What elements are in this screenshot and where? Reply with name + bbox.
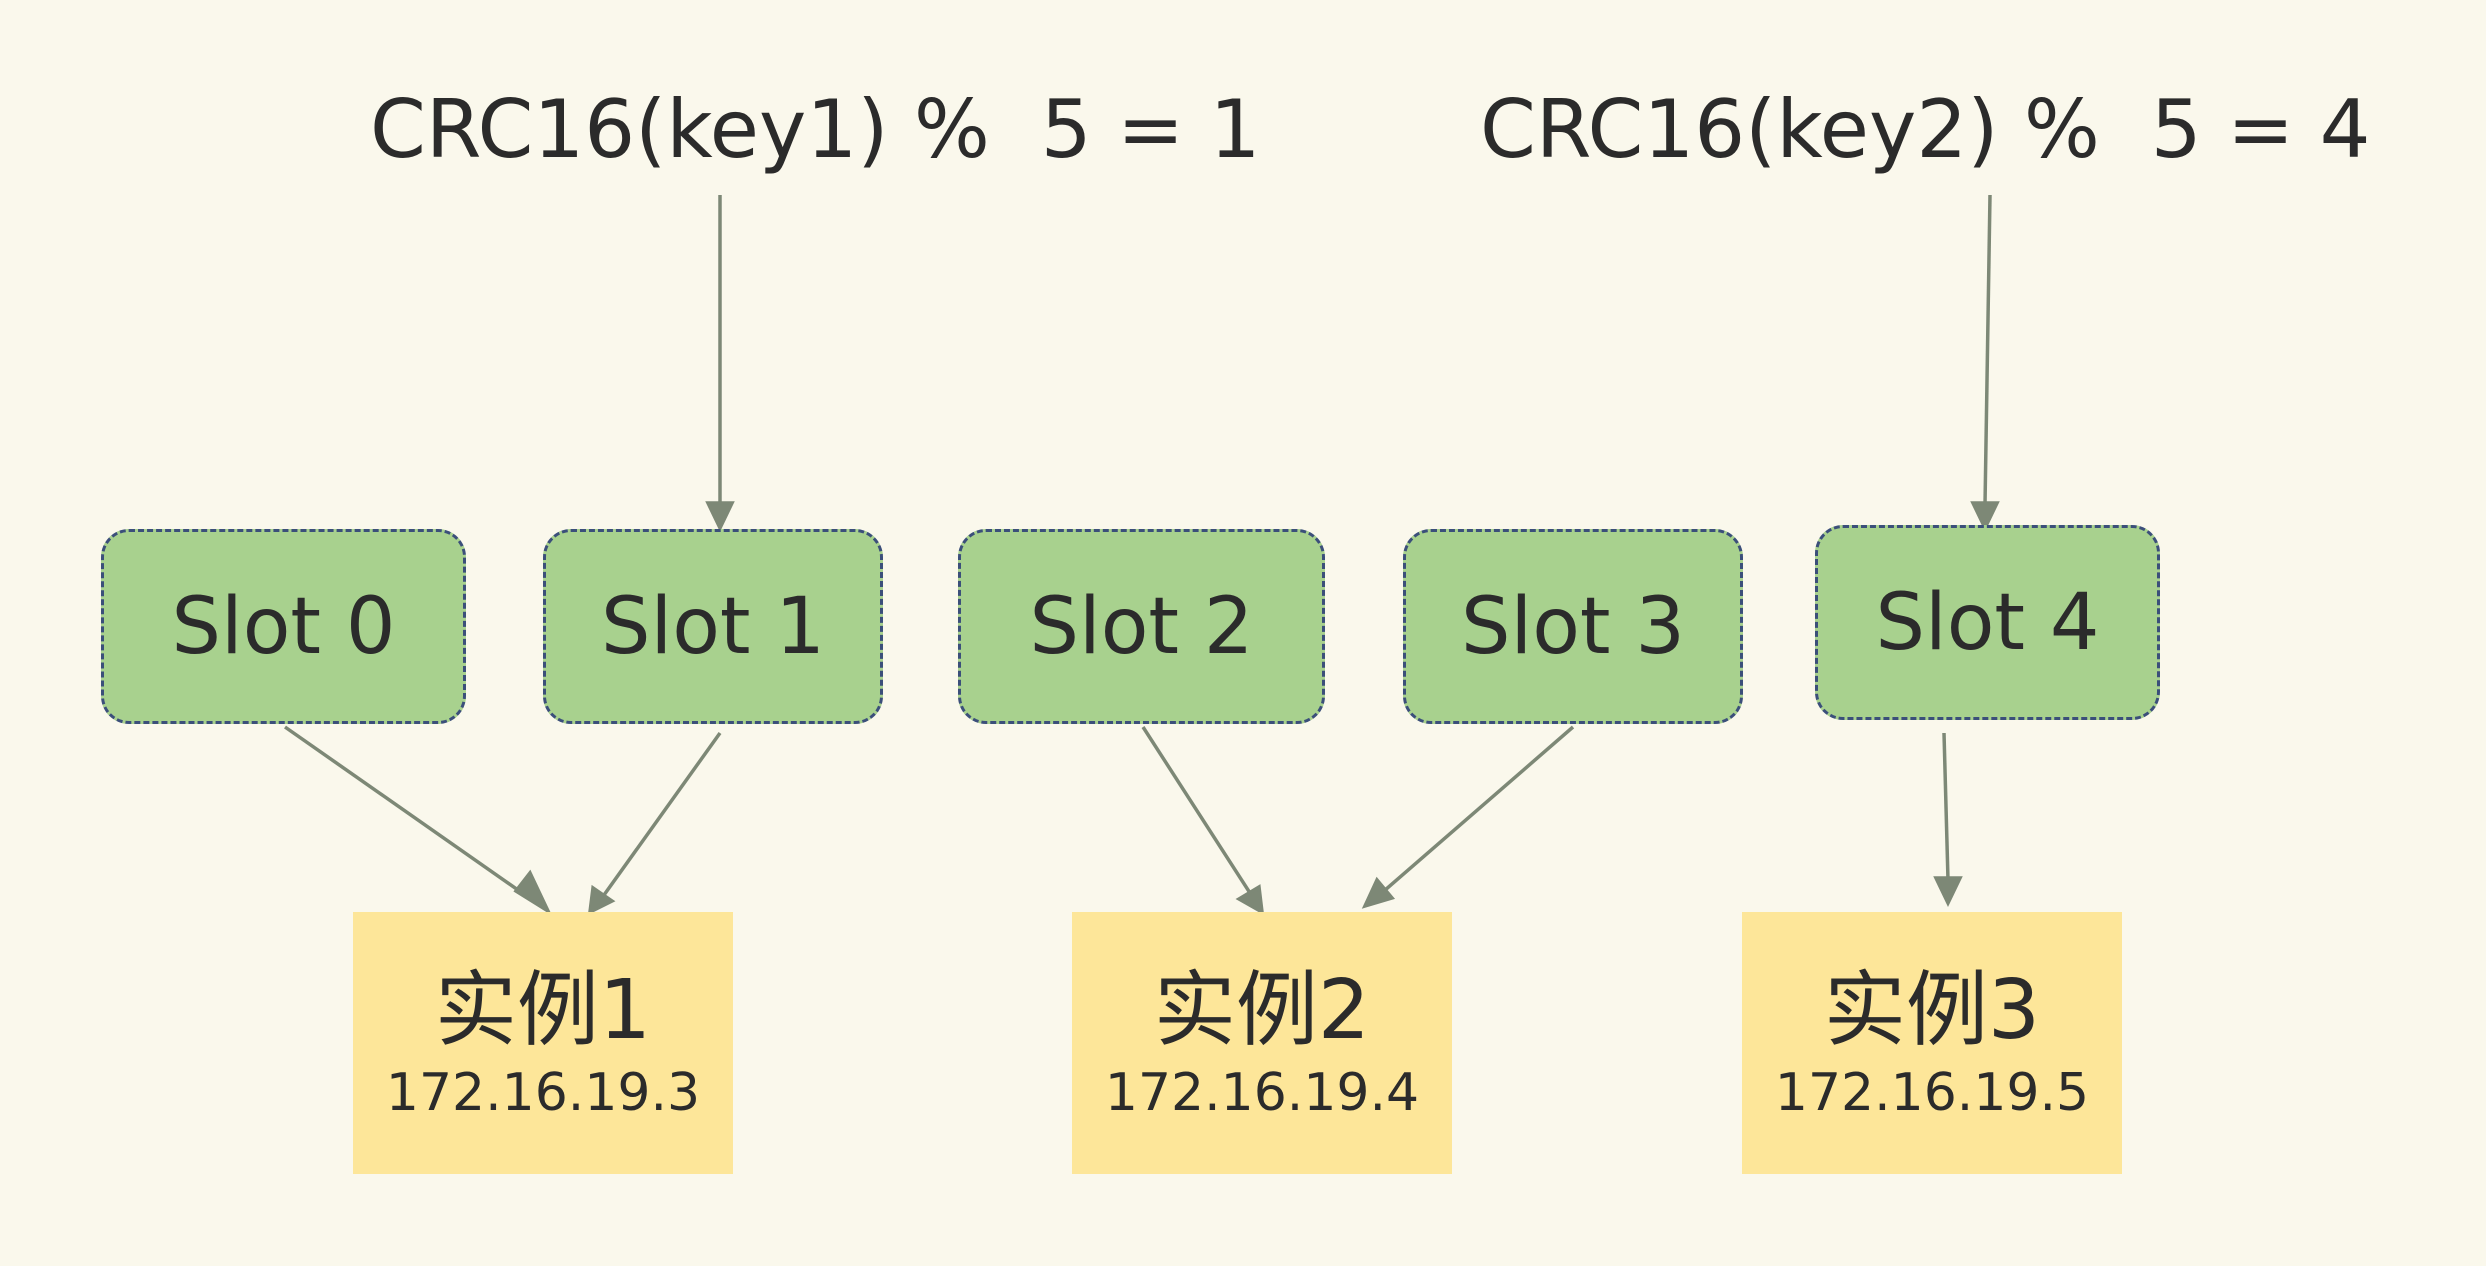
arrow-key2-to-slot4: [1983, 194, 1992, 506]
slot-0: Slot 0: [101, 529, 466, 724]
arrow-slot3-to-instance2: [1382, 725, 1575, 893]
slot-4: Slot 4: [1815, 525, 2160, 720]
arrowhead-slot3-to-instance2: [1361, 876, 1396, 909]
instance-2-ip: 172.16.19.4: [1104, 1063, 1420, 1123]
arrow-slot4-to-instance3: [1942, 732, 1950, 881]
instance-1: 实例1 172.16.19.3: [353, 912, 733, 1174]
arrowhead-key2-to-slot4: [1970, 501, 2000, 533]
formula-key2: CRC16(key2) % 5 = 4: [1480, 83, 2371, 176]
arrowhead-key1-to-slot1: [705, 501, 735, 533]
slot-3: Slot 3: [1403, 529, 1743, 724]
instance-1-ip: 172.16.19.3: [385, 1063, 701, 1123]
arrow-slot1-to-instance1: [602, 731, 722, 897]
arrowhead-slot2-to-instance2: [1235, 884, 1265, 916]
instance-1-name: 实例1: [434, 963, 652, 1058]
arrowhead-slot0-to-instance1: [513, 869, 553, 916]
instance-3-ip: 172.16.19.5: [1774, 1063, 2090, 1123]
arrowhead-slot1-to-instance1: [587, 884, 616, 916]
arrowhead-slot4-to-instance3: [1933, 876, 1963, 908]
slot-1: Slot 1: [543, 529, 883, 724]
arrow-slot2-to-instance2: [1141, 726, 1252, 894]
instance-2-name: 实例2: [1153, 963, 1371, 1058]
instance-2: 实例2 172.16.19.4: [1072, 912, 1452, 1174]
instance-3: 实例3 172.16.19.5: [1742, 912, 2122, 1174]
slot-2: Slot 2: [958, 529, 1325, 724]
arrow-slot0-to-instance1: [283, 725, 530, 899]
instance-3-name: 实例3: [1823, 963, 2041, 1058]
formula-key1: CRC16(key1) % 5 = 1: [370, 83, 1261, 176]
